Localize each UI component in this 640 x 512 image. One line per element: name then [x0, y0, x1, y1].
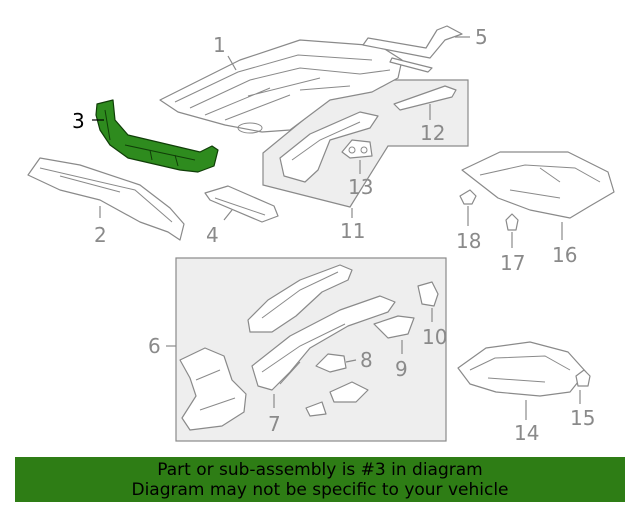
info-banner: Part or sub-assembly is #3 in diagram Di… — [15, 457, 625, 502]
spare-tire-pan-part-16[interactable] — [461, 151, 615, 219]
side-member-part-2[interactable] — [27, 157, 185, 241]
callout-18[interactable]: 18 — [456, 229, 481, 253]
panel-part-12[interactable] — [393, 85, 457, 111]
callout-6[interactable]: 6 — [148, 334, 161, 358]
panel-part-9[interactable] — [373, 315, 415, 339]
tray-part-14[interactable] — [457, 341, 587, 397]
callout-9[interactable]: 9 — [395, 357, 408, 381]
bracket-part-8[interactable] — [315, 353, 347, 373]
callout-3[interactable]: 3 — [72, 109, 85, 133]
fastener-part-17[interactable] — [505, 213, 519, 231]
bracket-part-10[interactable] — [417, 281, 439, 307]
bracket-part-4[interactable] — [204, 185, 279, 223]
callout-12[interactable]: 12 — [420, 121, 445, 145]
banner-line-1: Part or sub-assembly is #3 in diagram — [157, 460, 483, 480]
callout-8[interactable]: 8 — [360, 348, 373, 372]
callout-13[interactable]: 13 — [348, 175, 373, 199]
callout-16[interactable]: 16 — [552, 243, 577, 267]
leader-8 — [345, 359, 357, 363]
callout-5[interactable]: 5 — [475, 25, 488, 49]
side-member-part-7[interactable] — [251, 295, 396, 417]
callout-1[interactable]: 1 — [213, 33, 226, 57]
banner-line-2: Diagram may not be specific to your vehi… — [131, 480, 509, 500]
leader-4 — [223, 209, 233, 221]
floor-pan-part-1[interactable] — [159, 39, 403, 134]
callout-11[interactable]: 11 — [340, 219, 365, 243]
fastener-part-15[interactable] — [575, 369, 591, 387]
callout-17[interactable]: 17 — [500, 251, 525, 275]
mount-part-13[interactable] — [341, 139, 373, 159]
fastener-part-18[interactable] — [459, 189, 477, 205]
callout-2[interactable]: 2 — [94, 223, 107, 247]
leader-1 — [227, 55, 237, 71]
callout-10[interactable]: 10 — [422, 325, 447, 349]
callout-15[interactable]: 15 — [570, 406, 595, 430]
rail-part-5[interactable] — [362, 25, 463, 73]
crossmember-part-3[interactable] — [95, 99, 219, 173]
rear-side-member-assembly-part-6[interactable] — [179, 264, 353, 431]
callout-4[interactable]: 4 — [206, 223, 219, 247]
callout-14[interactable]: 14 — [514, 421, 539, 445]
floor-section-part-11[interactable] — [279, 111, 379, 183]
callout-7[interactable]: 7 — [268, 412, 281, 436]
